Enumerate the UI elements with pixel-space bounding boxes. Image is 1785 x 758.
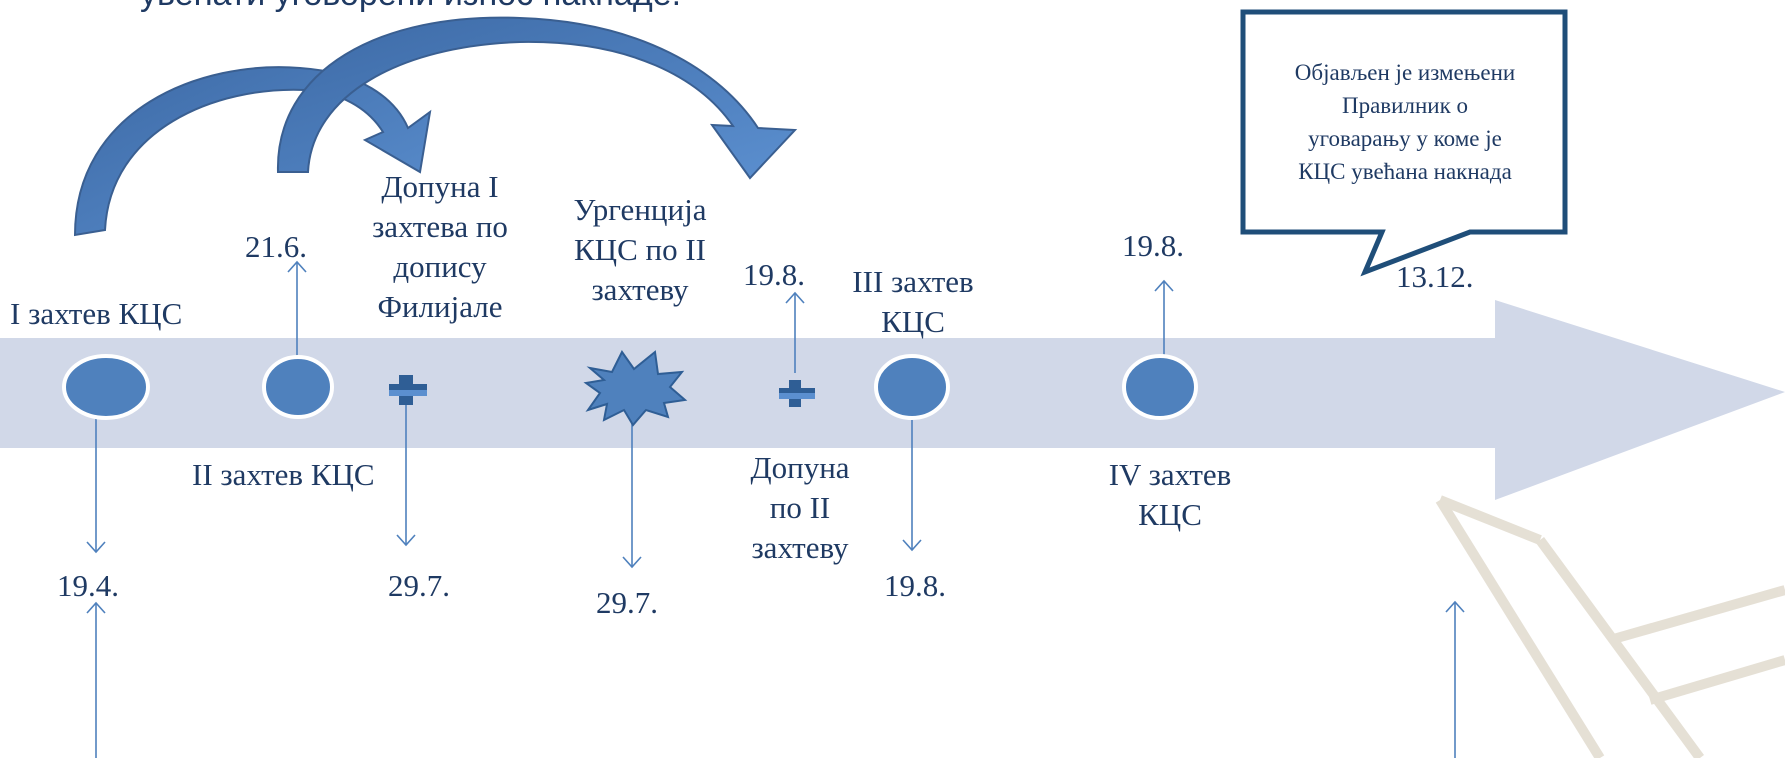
- label-date-19-8-c: 19.8.: [1122, 228, 1184, 263]
- watermark-shape: [1435, 495, 1785, 758]
- plus-marker-1: [389, 375, 427, 405]
- label-supplement-2: Допуна по II захтеву: [750, 450, 850, 565]
- label-date-13-12: 13.12.: [1396, 259, 1474, 294]
- label-urgency: Ургенција КЦС по II захтеву: [573, 192, 707, 307]
- node-request-1: [62, 354, 150, 420]
- label-date-19-8-a: 19.8.: [743, 257, 805, 292]
- slide-heading: увећати уговорени износ накнаде.: [140, 0, 681, 16]
- label-date-29-7-b: 29.7.: [596, 585, 658, 620]
- callout-bubble: [1240, 9, 1568, 277]
- label-date-21-6: 21.6.: [245, 229, 307, 264]
- node-request-3: [874, 354, 950, 420]
- connector-lines: [86, 260, 1465, 758]
- label-date-19-4: 19.4.: [57, 568, 119, 603]
- plus-marker-2: [779, 380, 815, 407]
- node-request-4: [1122, 354, 1198, 420]
- label-request-3: III захтев КЦС: [852, 264, 974, 339]
- burst-marker: [583, 350, 688, 427]
- label-request-1: I захтев КЦС: [10, 296, 183, 331]
- curved-arrow-1: [73, 66, 432, 237]
- label-supplement-1: Допуна I захтева по допису Филијале: [372, 169, 508, 324]
- label-date-19-8-b: 19.8.: [884, 568, 946, 603]
- label-request-2: II захтев КЦС: [192, 457, 375, 492]
- curved-arrow-2: [276, 16, 798, 180]
- node-request-2: [262, 355, 334, 419]
- label-date-29-7-a: 29.7.: [388, 568, 450, 603]
- label-request-4: IV захтев КЦС: [1108, 457, 1232, 532]
- callout-text: Објављен је измењени Правилник о уговара…: [1294, 60, 1516, 184]
